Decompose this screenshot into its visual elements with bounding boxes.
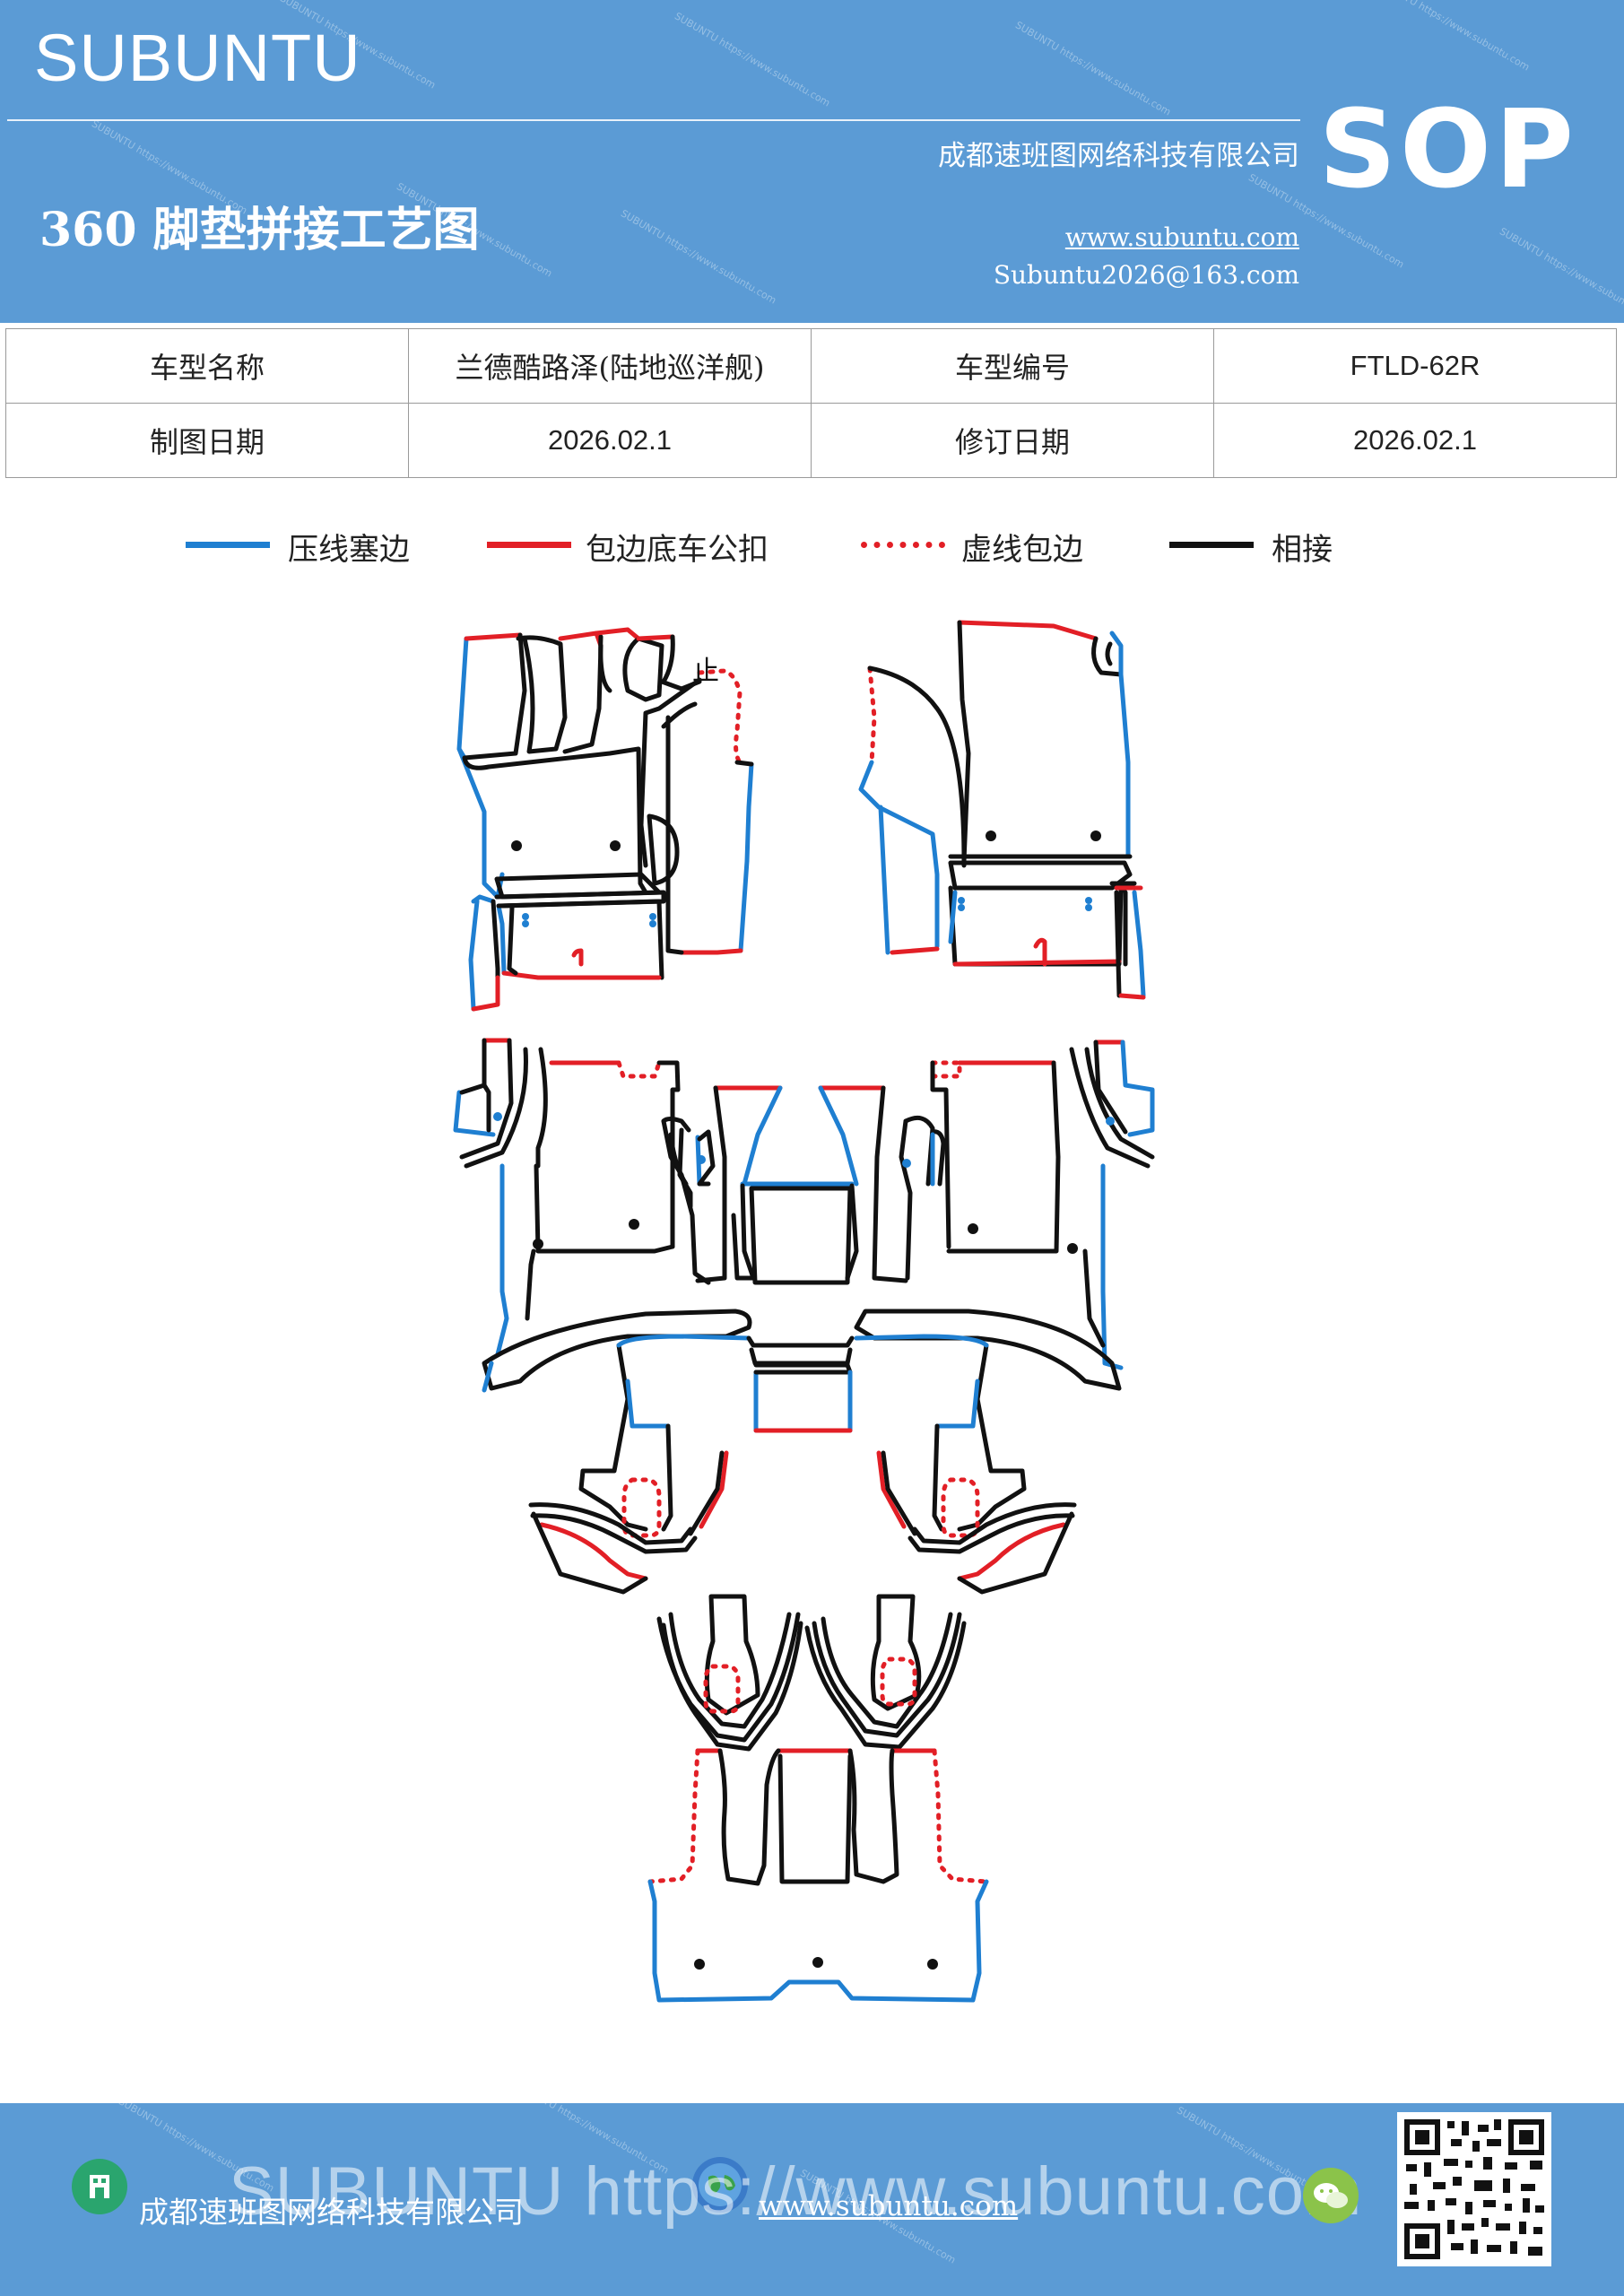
watermark: SUBUNTU https://www.subuntu.com [1498,225,1624,323]
revision-date-value: 2026.02.1 [1213,403,1617,478]
legend-label: 压线塞边 [288,532,410,568]
company-name: 成都速班图网络科技有限公司 [938,140,1299,172]
globe-icon [692,2157,748,2213]
website-link[interactable]: www.subuntu.com [1064,222,1299,252]
watermark: SUBUNTU https://www.subuntu.com [1372,0,1532,74]
draw-date-label: 制图日期 [5,403,409,478]
legend-swatch [487,542,571,548]
left-middle-mat [453,1038,752,1393]
right-middle-mat [854,1039,1155,1391]
model-code-label: 车型编号 [811,328,1214,404]
stop-marker: 止 [692,656,719,687]
sop-badge: SOP [1318,88,1577,213]
legend-swatch [1169,542,1254,548]
legend-label: 包边底车公扣 [586,532,769,568]
legend-swatch [861,542,945,548]
table-row: 车型名称 兰德酷路泽(陆地巡洋舰) 车型编号 FTLD-62R [5,328,1617,404]
wechat-icon [1303,2168,1359,2223]
legend-label: 相接 [1272,532,1333,568]
floor-mat-diagram: .k { stroke:#111; stroke-width:5; fill:n… [0,592,1624,2063]
revision-date-label: 修订日期 [811,403,1214,478]
legend-swatch [186,542,270,548]
page-title: 360 脚垫拼接工艺图 [39,203,480,257]
header-divider [7,119,1300,121]
right-front-mat [858,620,1146,1000]
contact-email: Subuntu2026@163.com [993,260,1299,290]
footer-website[interactable]: www.subuntu.com [759,2190,1019,2222]
third-row-mats [656,1594,967,1752]
footer-banner: SUBUNTU https://www.subuntu.com [229,2153,1363,2230]
draw-date-value: 2026.02.1 [408,403,812,478]
building-icon [72,2159,127,2214]
page-footer: SUBUNTU https://www.subuntu.com SUBUNTU … [0,2103,1624,2296]
rear-floor-mat [647,1748,989,2003]
center-console-mats [661,1085,946,1285]
brand-name: SUBUNTU [34,21,361,95]
vehicle-info-table: 车型名称 兰德酷路泽(陆地巡洋舰) 车型编号 FTLD-62R 制图日期 202… [5,328,1617,478]
left-front-mat [456,627,754,1012]
watermark: SUBUNTU https://www.subuntu.com [1013,19,1173,118]
model-name-label: 车型名称 [5,328,409,404]
page-header: SUBUNTU https://www.subuntu.com SUBUNTU … [0,0,1624,323]
rear-floor-mats [528,1334,1077,1595]
footer-company: 成都速班图网络科技有限公司 [139,2195,524,2230]
table-row: 制图日期 2026.02.1 修订日期 2026.02.1 [5,403,1617,478]
model-name-value: 兰德酷路泽(陆地巡洋舰) [408,328,812,404]
qr-code [1397,2112,1551,2266]
model-code-value: FTLD-62R [1213,328,1617,404]
watermark: SUBUNTU https://www.subuntu.com [619,207,778,307]
legend-label: 虚线包边 [961,532,1083,568]
watermark: SUBUNTU https://www.subuntu.com [673,10,832,109]
